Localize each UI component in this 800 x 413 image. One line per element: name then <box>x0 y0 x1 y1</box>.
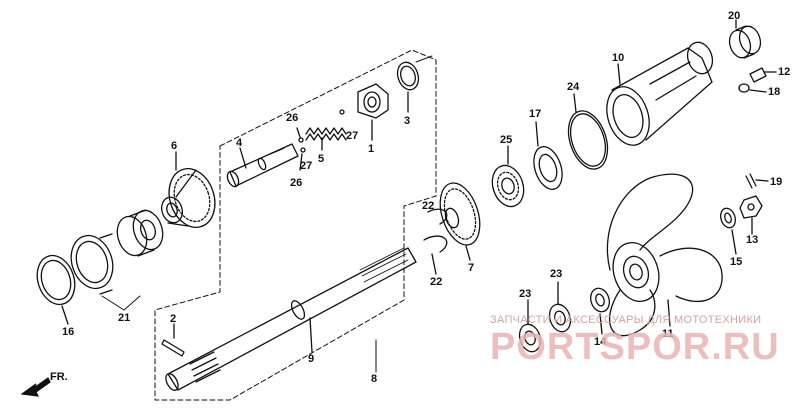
callout-19: 19 <box>770 176 783 188</box>
part-25-bearing <box>491 145 525 208</box>
watermark-tagline: ЗАПЧАСТИ И АКСЕССУАРЫ ДЛЯ МОТОТЕХНИКИ <box>490 314 762 326</box>
callout-7: 7 <box>468 262 475 274</box>
callout-25: 25 <box>500 134 513 146</box>
callout-27-left: 27 <box>300 160 313 172</box>
part-1-clutch-dog <box>357 83 389 141</box>
part-9-propeller-shaft <box>165 247 417 391</box>
front-direction-label: FR. <box>50 371 68 383</box>
part-3-washer <box>396 55 433 113</box>
part-23-oil-seals <box>518 281 572 353</box>
callout-1: 1 <box>368 143 375 155</box>
part-11-propeller <box>606 173 723 337</box>
part-18-washer <box>738 83 767 93</box>
callout-24: 24 <box>567 81 580 93</box>
callout-18: 18 <box>768 86 781 98</box>
callout-2: 2 <box>170 313 177 325</box>
callout-15: 15 <box>730 256 743 268</box>
callout-16: 16 <box>62 326 75 338</box>
front-direction-arrow <box>20 377 51 397</box>
part-15-washer <box>720 207 737 255</box>
part-12-bolt <box>749 67 777 83</box>
callout-11: 11 <box>662 328 674 340</box>
callout-14: 14 <box>594 336 607 348</box>
callout-4: 4 <box>236 137 243 149</box>
callout-3: 3 <box>404 115 411 127</box>
part-6-bevel-gear <box>161 151 216 228</box>
part-22-circlips <box>423 208 448 275</box>
assembly-frame <box>154 49 437 401</box>
callout-13: 13 <box>746 234 759 246</box>
part-14-thrust-hub <box>590 287 610 335</box>
watermark-site-name: PORTSPOR.RU <box>490 326 780 368</box>
callout-6: 6 <box>171 140 178 152</box>
callout-5: 5 <box>318 153 325 165</box>
callout-9: 9 <box>308 353 315 365</box>
part-21-bearing-race <box>70 233 114 295</box>
part-2-pin <box>161 323 185 357</box>
part-17-washer <box>533 121 563 190</box>
part-20-needle-bearing <box>728 19 762 59</box>
callout-26-upper: 26 <box>286 112 299 124</box>
part-10-bearing-holder <box>606 41 714 146</box>
callout-27-right: 27 <box>346 130 359 142</box>
part-16-ring <box>36 254 76 325</box>
part-5-spring <box>305 127 347 151</box>
part-26-27-pins <box>296 109 345 171</box>
callout-23-upper: 23 <box>550 268 563 280</box>
callout-8: 8 <box>371 373 378 385</box>
part-13-nut <box>739 195 763 235</box>
part-24-o-ring <box>567 93 609 170</box>
callout-17: 17 <box>529 108 542 120</box>
part-21-roller-bearing <box>101 209 164 311</box>
callout-26-lower: 26 <box>290 177 303 189</box>
callout-22-lower: 22 <box>430 276 443 288</box>
callout-22-upper: 22 <box>422 200 435 212</box>
part-4-clutch-shaft <box>226 143 299 188</box>
callout-21: 21 <box>118 312 131 324</box>
callout-12: 12 <box>778 66 791 78</box>
callout-10: 10 <box>612 52 625 64</box>
part-7-bevel-gear <box>439 182 481 261</box>
callout-20: 20 <box>728 10 741 22</box>
part-19-cotter-pin <box>745 173 769 189</box>
callout-23-lower: 23 <box>519 288 532 300</box>
